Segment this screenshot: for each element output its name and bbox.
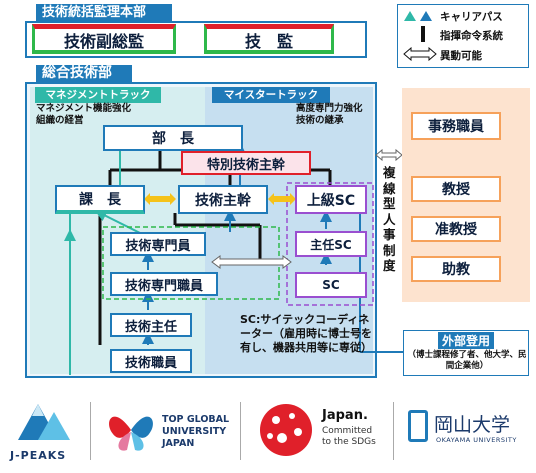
senmon-shokuin-box: 技術専門職員 [110, 272, 218, 296]
deputy-supervisor-box: 技術副総監 [32, 24, 176, 54]
faculty-kyoju-box: 教授 [411, 176, 501, 202]
tgu-line-1: TOP GLOBAL [162, 414, 230, 425]
tgu-line-3: JAPAN [162, 438, 195, 449]
mgmt-track-label: マネジメントトラック [35, 87, 161, 103]
bucho-label: 部 長 [152, 131, 194, 147]
divider-3 [393, 402, 394, 460]
okayama-label: 岡山大学 [434, 414, 511, 436]
shokuin-box: 技術職員 [110, 349, 192, 373]
faculty-jokyo-box: 助教 [411, 256, 501, 282]
external-desc: （博士課程修了者、他大学、民間企業他） [407, 350, 527, 371]
tgu-line-2: UNIVERSITY [162, 426, 227, 437]
shunin-box: 技術主任 [110, 313, 192, 337]
mgmt-desc-text: マネジメント機能強化 組織の経営 [36, 103, 132, 126]
faculty-kyoju-label: 教授 [442, 182, 470, 198]
supervisor-box: 技 監 [204, 24, 334, 54]
senmon-shokuin-label: 技術専門職員 [124, 278, 203, 294]
shunin-sc-box: 主任SC [295, 231, 367, 257]
legend-transfer-icon [403, 47, 437, 61]
master-desc: 高度専門力強化 技術の継承 [296, 103, 363, 127]
dept-title: 総合技術部 [36, 65, 132, 83]
sdgs-text: Committed to the SDGs [322, 426, 376, 448]
japan-flower-icon [260, 404, 312, 456]
jpeaks-label: J-PEAKS [10, 449, 67, 462]
shunin-sc-label: 主任SC [310, 237, 352, 252]
hq-title: 技術統括監理本部 [36, 4, 172, 22]
tgu-text: TOP GLOBAL UNIVERSITY JAPAN [162, 414, 229, 450]
legend-transfer-label: 異動可能 [440, 50, 482, 62]
jokyu-sc-label: 上級SC [306, 192, 356, 209]
faculty-jokyo-label: 助教 [442, 262, 470, 278]
supervisor-label: 技 監 [244, 31, 293, 51]
legend-career-icon [404, 11, 432, 21]
sdgs-line-2: to the SDGs [322, 437, 376, 447]
sc-note: SC:サイテックコーディネーター（雇用時に博士号を有し、機器共用等に専従） [240, 313, 372, 354]
okayama-emblem-icon [408, 410, 428, 442]
legend-command-label: 指揮命令系統 [440, 30, 503, 42]
okayama-en-label: OKAYAMA UNIVERSITY [436, 436, 517, 444]
shunin-label: 技術主任 [124, 319, 177, 335]
tokubetsu-label: 特別技術主幹 [206, 157, 285, 173]
shukan-box: 技術主幹 [178, 185, 268, 214]
master-desc-text: 高度専門力強化 技術の継承 [296, 103, 363, 126]
sc-box: SC [295, 272, 367, 298]
deputy-supervisor-label: 技術副総監 [63, 31, 144, 51]
sdgs-line-1: Committed [322, 426, 373, 436]
divider-2 [240, 402, 241, 460]
master-track-label: マイスタートラック [212, 87, 330, 103]
jimu-box: 事務職員 [411, 112, 501, 140]
senmon-box: 技術専門員 [110, 232, 206, 256]
shukan-label: 技術主幹 [195, 192, 251, 209]
tokubetsu-box: 特別技術主幹 [181, 151, 311, 175]
shokuin-label: 技術職員 [124, 355, 177, 371]
faculty-junkyoju-label: 准教授 [435, 222, 477, 238]
mgmt-desc: マネジメント機能強化 組織の経営 [36, 103, 131, 127]
hq-panel [25, 21, 367, 58]
japan-label: Japan. [322, 408, 368, 423]
tgu-butterfly-icon [109, 416, 153, 451]
jokyu-sc-box: 上級SC [295, 185, 367, 214]
faculty-junkyoju-box: 准教授 [411, 216, 501, 242]
sc-label: SC [322, 278, 340, 292]
bucho-box: 部 長 [103, 125, 243, 151]
senmon-label: 技術専門員 [125, 238, 191, 254]
divider-1 [90, 402, 91, 460]
kacho-label: 課 長 [79, 191, 121, 208]
legend-command-icon [421, 26, 425, 42]
jimu-label: 事務職員 [428, 119, 484, 135]
dual-system-label: 複線型人事制度 [383, 165, 396, 273]
legend-career-label: キャリアパス [440, 11, 503, 23]
jpeaks-logo-icon [18, 404, 70, 440]
kacho-box: 課 長 [55, 185, 145, 214]
external-title: 外部登用 [438, 332, 495, 349]
